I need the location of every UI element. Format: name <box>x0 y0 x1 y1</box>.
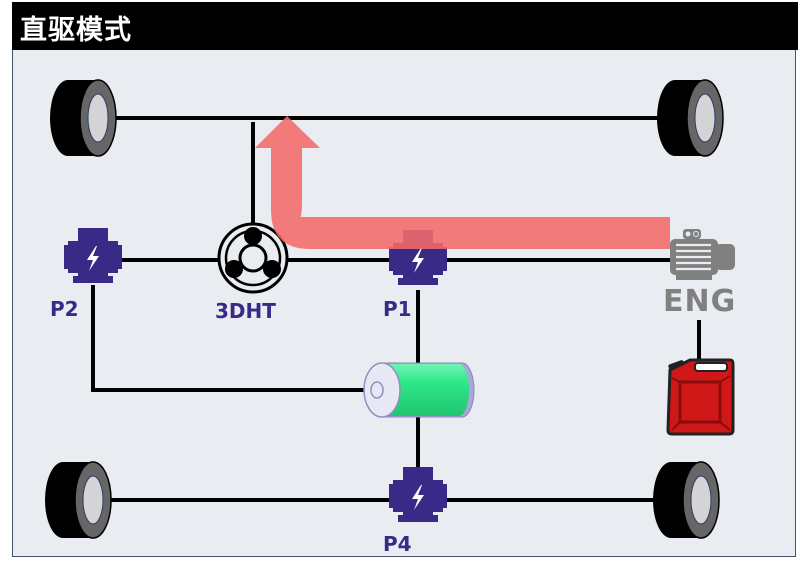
p4-label: P4 <box>383 532 412 556</box>
dht-gear-icon <box>217 222 289 294</box>
engine-label: ENG <box>663 284 737 319</box>
p1-label: P1 <box>383 297 412 321</box>
p2-label: P2 <box>50 297 79 321</box>
header-bar: 直驱模式 <box>12 2 798 50</box>
power-flow-arrow <box>255 116 670 249</box>
wheel-front-left <box>49 79 117 157</box>
wheel-rear-left <box>44 461 112 539</box>
mode-title: 直驱模式 <box>20 15 132 46</box>
wheel-front-right <box>656 79 724 157</box>
motor-p4-icon <box>389 467 447 522</box>
motor-p2-icon <box>64 228 122 283</box>
wheel-rear-right <box>652 461 720 539</box>
fuel-can-icon <box>666 358 735 436</box>
p2-battery-line <box>91 285 375 392</box>
engine-icon <box>670 229 735 280</box>
dht-label: 3DHT <box>215 299 276 323</box>
battery-icon <box>363 362 475 418</box>
